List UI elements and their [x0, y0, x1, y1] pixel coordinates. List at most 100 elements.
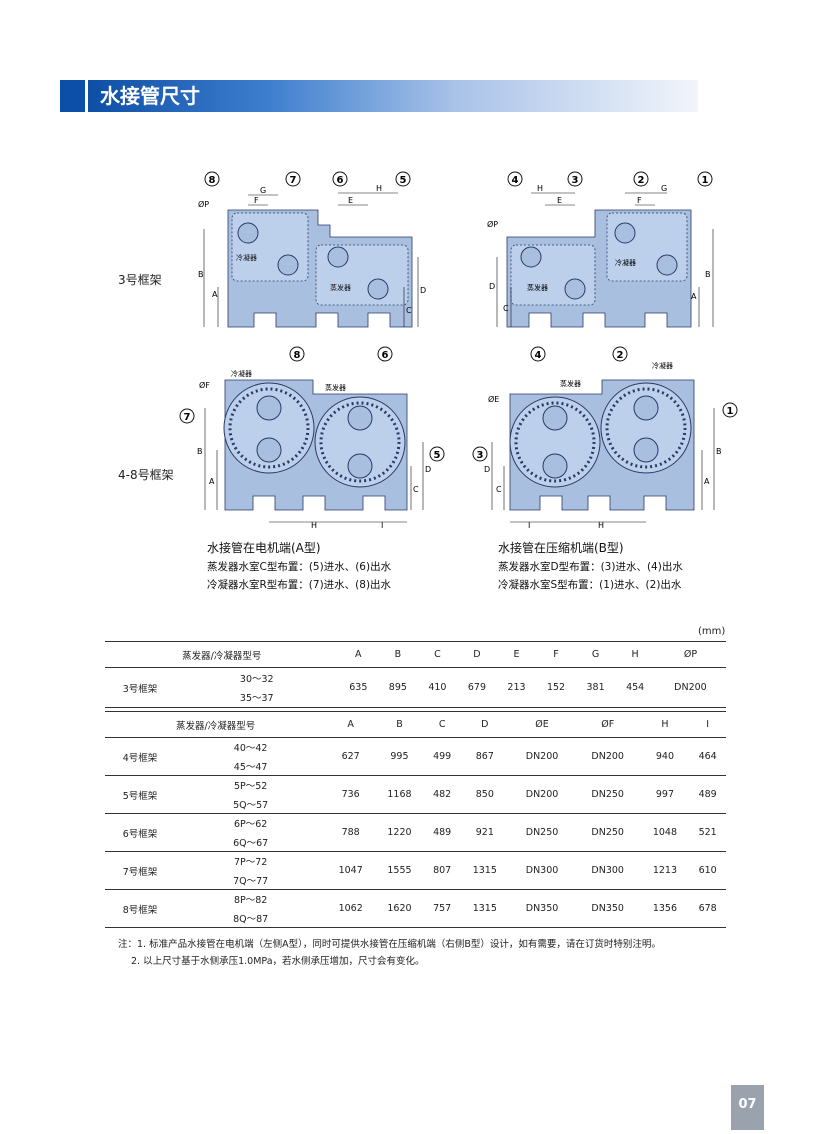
- value-cell: 627: [341, 751, 360, 762]
- dim-d-b: D: [489, 282, 495, 291]
- header-c: C: [434, 649, 441, 660]
- dim-phie-48b: ØE: [488, 394, 499, 404]
- header-i: I: [706, 719, 710, 730]
- frame3-label: 3号框架: [118, 273, 162, 287]
- evaporator-text: 蒸发器: [330, 283, 351, 292]
- dim-h-48a: H: [311, 521, 317, 530]
- dim-f-a: F: [254, 196, 259, 205]
- value-cell: 997: [655, 789, 674, 800]
- value-cell: DN250: [591, 827, 624, 838]
- dim-e-b: E: [557, 196, 562, 205]
- value-cell: 850: [475, 789, 494, 800]
- dim-g-a: G: [260, 186, 266, 195]
- model-cell: 40～42: [233, 743, 268, 755]
- value-cell: 757: [433, 903, 452, 914]
- dim-b-a: B: [198, 270, 204, 279]
- callout-1-b: 1: [702, 175, 709, 186]
- callout-3-48b: 3: [477, 450, 484, 461]
- caption-b-line1: 蒸发器水室D型布置：(3)进水、(4)出水: [498, 561, 683, 573]
- callout-8-a: 8: [209, 175, 216, 186]
- value-cell: 499: [433, 751, 452, 762]
- note-1: 注：1. 标准产品水接管在电机端（左侧A型），同时可提供水接管在压缩机端（右侧B…: [118, 939, 661, 950]
- value-cell: DN250: [591, 789, 624, 800]
- table-row: 35～37: [105, 688, 726, 708]
- dimension-table-frame3: 蒸发器/冷凝器型号 A B C D E F G H ØP 3号框架 30～32 …: [105, 641, 726, 708]
- value-cell: DN200: [674, 682, 707, 693]
- value-cell: 1315: [472, 865, 497, 876]
- callout-1-48b: 1: [727, 406, 734, 417]
- value-cell: 482: [433, 789, 452, 800]
- header-accent-block: [60, 80, 85, 112]
- dim-a-a: A: [212, 290, 218, 299]
- callout-5-48a: 5: [434, 450, 441, 461]
- header-phip: ØP: [683, 649, 698, 660]
- model-cell: 8Q～87: [233, 913, 269, 925]
- dim-c-48b: C: [496, 485, 502, 494]
- value-cell: 1220: [387, 827, 412, 838]
- model-cell: 6P～62: [233, 819, 268, 831]
- dim-c-b: C: [503, 304, 509, 313]
- caption-a-line2: 冷凝器水室R型布置：(7)进水、(8)出水: [207, 579, 392, 591]
- value-cell: 895: [388, 682, 407, 693]
- dim-e-a: E: [348, 196, 353, 205]
- header-model: 蒸发器/冷凝器型号: [182, 650, 262, 662]
- value-cell: 807: [433, 865, 452, 876]
- dim-c-48a: C: [413, 485, 419, 494]
- diagram-frame48-b-type: 蒸发器 冷凝器 4 2 3 1 D C B A I H ØE: [472, 346, 738, 530]
- value-cell: DN350: [525, 903, 559, 914]
- value-cell: DN300: [525, 865, 559, 876]
- header-a: A: [347, 719, 354, 730]
- page-number: 07: [731, 1085, 764, 1130]
- value-cell: 995: [390, 751, 409, 762]
- model-cell: 7Q～77: [233, 875, 269, 887]
- value-cell: 1048: [652, 827, 678, 838]
- frame-cell: 8号框架: [122, 904, 158, 916]
- header-model: 蒸发器/冷凝器型号: [176, 720, 256, 732]
- diagram-frame3-b-type: 蒸发器 冷凝器 4 3 2 1 D C B A H E G F ØP: [487, 171, 714, 328]
- diagram-frame48-a-type: 冷凝器 蒸发器 8 6 7 5 B A D C H I ØF: [179, 346, 445, 530]
- model-cell: 30～32: [239, 673, 274, 685]
- frame-cell: 3号框架: [122, 683, 158, 695]
- dim-phif-48a: ØF: [199, 380, 210, 390]
- value-cell: 152: [546, 682, 566, 693]
- dim-d-48a: D: [425, 465, 431, 474]
- header-b: B: [394, 649, 402, 660]
- condenser-text-b: 冷凝器: [615, 258, 636, 267]
- evaporator-text-48b: 蒸发器: [560, 379, 581, 388]
- caption-b-type: 水接管在压缩机端(B型) 蒸发器水室D型布置：(3)进水、(4)出水 冷凝器水室…: [498, 539, 683, 592]
- value-cell: 1062: [338, 903, 363, 914]
- model-cell: 6Q～67: [233, 837, 269, 849]
- dim-d-a: D: [420, 286, 426, 295]
- dim-a-48b: A: [704, 477, 710, 486]
- model-cell: 7P～72: [233, 857, 268, 869]
- callout-6-48a: 6: [382, 350, 389, 361]
- model-cell: 8P～82: [233, 895, 268, 907]
- table-header-row: 蒸发器/冷凝器型号 A B C D ØE ØF H I: [105, 712, 726, 738]
- callout-7-a: 7: [290, 175, 297, 186]
- header-h: H: [661, 719, 669, 730]
- callout-2-48b: 2: [617, 350, 624, 361]
- value-cell: DN200: [591, 751, 624, 762]
- value-cell: 489: [698, 789, 717, 800]
- caption-b-title: 水接管在压缩机端(B型): [498, 541, 624, 555]
- value-cell: 635: [349, 682, 368, 693]
- caption-a-type: 水接管在电机端(A型) 蒸发器水室C型布置：(5)进水、(6)出水 冷凝器水室R…: [207, 539, 391, 592]
- frame-cell: 5号框架: [122, 790, 158, 802]
- header-e: E: [513, 649, 520, 660]
- dim-c-a: C: [406, 306, 412, 315]
- header-c: C: [438, 719, 446, 730]
- value-cell: 1356: [652, 903, 678, 914]
- header-h: H: [631, 649, 639, 660]
- callout-5-a: 5: [400, 175, 407, 186]
- callout-6-a: 6: [337, 175, 344, 186]
- value-cell: DN200: [525, 751, 559, 762]
- dim-h-b: H: [537, 184, 543, 193]
- value-cell: DN250: [525, 827, 559, 838]
- value-cell: DN200: [525, 789, 559, 800]
- dim-i-48b: I: [528, 521, 530, 530]
